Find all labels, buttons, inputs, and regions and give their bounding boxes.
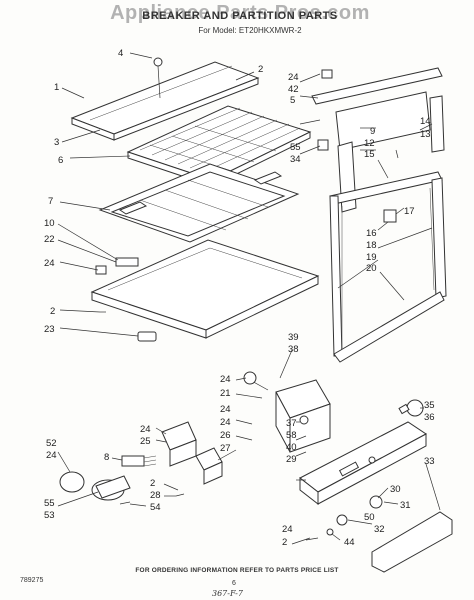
switch-bracket: [161, 421, 197, 467]
svg-text:55: 55: [290, 142, 301, 153]
svg-text:42: 42: [288, 84, 299, 95]
light-bulb: [398, 399, 424, 417]
svg-text:39: 39: [288, 332, 299, 343]
svg-text:24: 24: [220, 374, 231, 385]
svg-text:3: 3: [54, 137, 59, 148]
bracket-part: [317, 139, 329, 151]
svg-text:1: 1: [54, 82, 59, 93]
hinge-part: [137, 331, 157, 342]
svg-text:7: 7: [48, 196, 53, 207]
control-console: [299, 421, 427, 506]
page-title: BREAKER AND PARTITION PARTS: [142, 10, 338, 22]
svg-text:27: 27: [220, 443, 231, 454]
svg-text:23: 23: [44, 324, 55, 335]
svg-text:17: 17: [404, 206, 415, 217]
svg-text:36: 36: [424, 412, 435, 423]
svg-text:52: 52: [46, 438, 57, 449]
svg-text:24: 24: [220, 404, 231, 415]
svg-text:44: 44: [344, 537, 355, 548]
page-number: 6: [232, 580, 236, 587]
svg-text:28: 28: [150, 490, 161, 501]
cam-part: [383, 209, 397, 223]
svg-text:26: 26: [220, 430, 231, 441]
svg-text:19: 19: [366, 252, 377, 263]
svg-text:32: 32: [374, 524, 385, 535]
svg-text:34: 34: [290, 154, 301, 165]
svg-text:24: 24: [288, 72, 299, 83]
console-cover: [371, 511, 453, 573]
terminal-block: [121, 455, 157, 467]
svg-text:2: 2: [50, 306, 55, 317]
knob-part: [369, 495, 383, 509]
diagram-code: 789275: [20, 577, 44, 584]
damper-control: [59, 471, 131, 501]
knob-part: [326, 528, 334, 536]
svg-text:16: 16: [366, 228, 377, 239]
svg-text:9: 9: [370, 126, 375, 137]
svg-text:24: 24: [220, 417, 231, 428]
handwritten-note: 367-F-7: [212, 589, 243, 598]
svg-text:2: 2: [282, 537, 287, 548]
svg-text:54: 54: [150, 502, 161, 513]
svg-text:5: 5: [290, 95, 295, 106]
watermark: Appliance Parts Pros.com: [110, 2, 370, 24]
svg-text:35: 35: [424, 400, 435, 411]
svg-text:25: 25: [140, 436, 151, 447]
thermostat: [195, 447, 223, 485]
svg-text:2: 2: [150, 478, 155, 489]
breaker-frame-right: [329, 171, 447, 363]
model-number: For Model: ET20HKXMWR-2: [198, 26, 302, 35]
screw-part: [119, 501, 131, 505]
svg-text:24: 24: [140, 424, 151, 435]
svg-text:58: 58: [286, 430, 297, 441]
svg-text:18: 18: [366, 240, 377, 251]
svg-text:2: 2: [258, 64, 263, 75]
svg-text:6: 6: [58, 155, 63, 166]
clip-part: [115, 257, 139, 267]
svg-text:10: 10: [44, 218, 55, 229]
svg-text:29: 29: [286, 454, 297, 465]
svg-text:24: 24: [282, 524, 293, 535]
svg-text:37: 37: [286, 418, 297, 429]
svg-text:15: 15: [364, 149, 375, 160]
grid-shelf: [126, 105, 312, 187]
svg-text:21: 21: [220, 388, 231, 399]
svg-text:40: 40: [286, 442, 297, 453]
knob-part: [336, 514, 348, 526]
clip-part: [95, 265, 107, 275]
svg-text:53: 53: [44, 510, 55, 521]
svg-text:20: 20: [366, 263, 377, 274]
svg-text:33: 33: [424, 456, 435, 467]
svg-text:38: 38: [288, 344, 299, 355]
partition-tray: [90, 239, 320, 339]
control-housing: [243, 371, 331, 453]
shelf-frame: [98, 163, 300, 243]
svg-text:4: 4: [118, 48, 123, 59]
svg-text:30: 30: [390, 484, 401, 495]
svg-text:55: 55: [44, 498, 55, 509]
svg-text:8: 8: [104, 452, 109, 463]
leader-lines: [57, 52, 441, 545]
svg-text:24: 24: [46, 450, 57, 461]
breaker-strip-top: [70, 61, 260, 141]
svg-text:22: 22: [44, 234, 55, 245]
svg-text:50: 50: [364, 512, 375, 523]
svg-text:14: 14: [420, 116, 431, 127]
callout-labels: 1 2 3 4 6 7 10 22 24 2 23 24 42 5 55 34 …: [44, 48, 435, 548]
screw-part: [175, 493, 185, 497]
svg-text:12: 12: [364, 138, 375, 149]
svg-text:24: 24: [44, 258, 55, 269]
svg-text:31: 31: [400, 500, 411, 511]
screw-part: [305, 537, 319, 541]
ordering-note: FOR ORDERING INFORMATION REFER TO PARTS …: [135, 567, 339, 574]
clip-part: [321, 69, 333, 79]
svg-text:13: 13: [420, 129, 431, 140]
screw-part: [153, 57, 163, 99]
